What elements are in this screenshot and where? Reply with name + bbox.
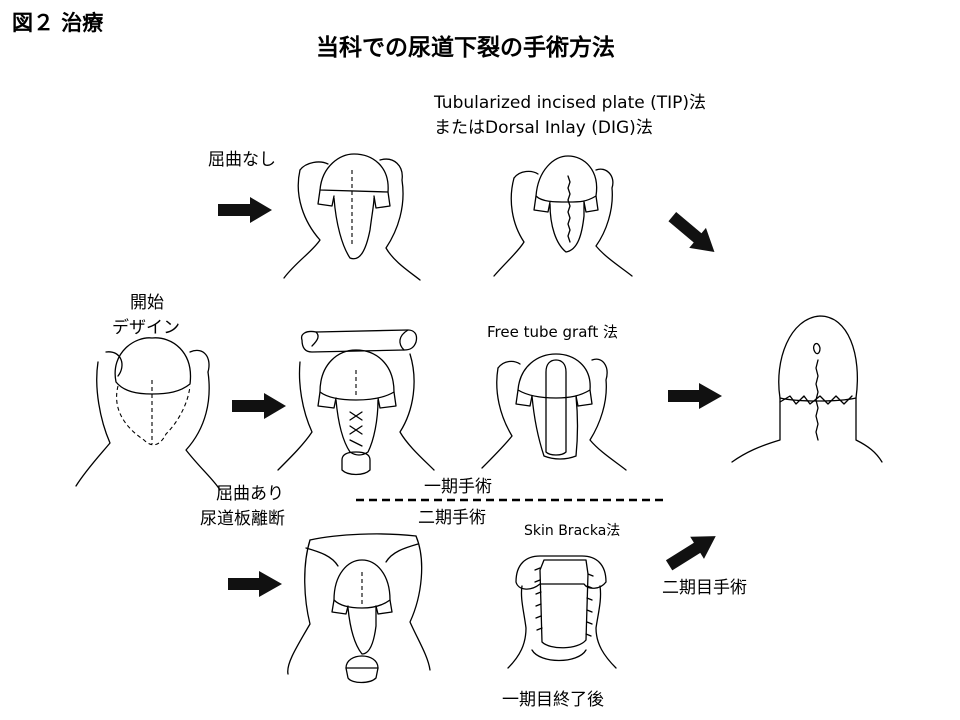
final-result-drawing (731, 315, 883, 463)
free-tube-graft-drawing (481, 353, 627, 471)
start-design-drawing (75, 337, 221, 491)
skin-bracka-label: Skin Bracka法 (524, 523, 621, 539)
arrow-right-icon (228, 571, 282, 597)
arrow-up-right-icon (665, 536, 716, 571)
second-stage-surgery-label: 二期目手術 (662, 578, 747, 598)
design-label: デザイン (112, 318, 180, 338)
after-first-stage-label: 一期目終了後 (502, 690, 604, 710)
arrow-right-icon (668, 383, 722, 409)
stage-one-label: 一期手術 (424, 477, 492, 497)
tip-method-label-line1: Tubularized incised plate (TIP)法 (434, 93, 707, 113)
tip-step1-drawing (283, 153, 421, 281)
arrow-right-icon (218, 197, 272, 223)
no-curvature-label: 屈曲なし (208, 150, 276, 170)
curvature-label: 屈曲あり (216, 484, 284, 504)
urethral-plate-division-label: 尿道板離断 (200, 509, 285, 529)
arrow-right-icon (232, 393, 286, 419)
figure-title: 当科での尿道下裂の手術方法 (316, 35, 615, 61)
tip-step2-drawing (493, 155, 633, 277)
tip-method-label-line2: またはDorsal Inlay (DIG)法 (434, 118, 653, 138)
figure-number: 図２ 治療 (12, 11, 104, 35)
curvature-step-drawing (277, 329, 435, 476)
start-label: 開始 (130, 293, 164, 313)
skin-bracka-drawing (507, 555, 617, 669)
staged-step1-drawing (287, 533, 431, 684)
free-tube-graft-label: Free tube graft 法 (487, 323, 619, 341)
stage-two-label: 二期手術 (418, 508, 486, 528)
arrow-down-right-icon (668, 212, 715, 252)
